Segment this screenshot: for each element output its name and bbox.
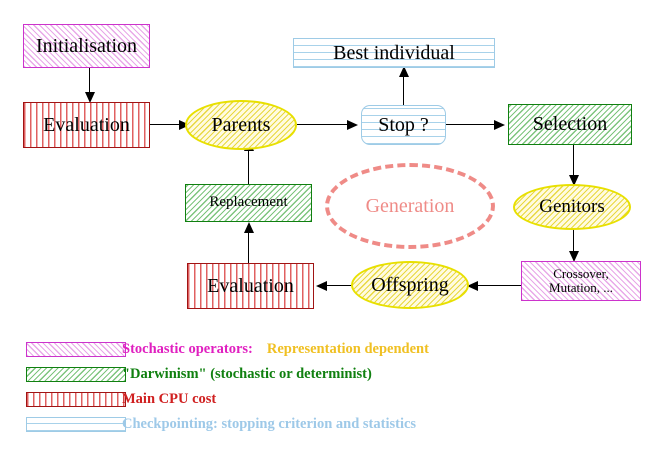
node-evaluation-top-label: Evaluation bbox=[43, 113, 130, 136]
legend-label-checkpointing: Checkpointing: stopping criterion and st… bbox=[122, 416, 417, 432]
arrow-stop-to-best-individual bbox=[398, 66, 409, 108]
node-best-individual[interactable]: Best individual bbox=[293, 38, 495, 68]
node-parents-label: Parents bbox=[211, 113, 271, 136]
arrow-evaluation-to-parents bbox=[150, 119, 192, 130]
legend-row-darwinism: "Darwinism" (stochastic or determinist) bbox=[0, 362, 662, 387]
legend-swatch-magenta-diagonal-hatch bbox=[26, 342, 126, 357]
legend-swatch-blue-horizontal-lines bbox=[26, 417, 126, 432]
legend-row-main-cpu-cost: Main CPU cost bbox=[0, 387, 662, 412]
node-evaluation-top[interactable]: Evaluation bbox=[23, 102, 150, 148]
node-stop-label: Stop ? bbox=[378, 113, 429, 136]
arrow-selection-to-genitors bbox=[568, 144, 579, 186]
legend-label-darwinism: "Darwinism" (stochastic or determinist) bbox=[122, 366, 372, 382]
legend-text-primary: Stochastic operators: bbox=[122, 341, 253, 357]
node-crossover-mutation-label: Crossover, Mutation, ... bbox=[549, 266, 613, 295]
node-parents[interactable]: Parents bbox=[185, 100, 297, 150]
legend-swatch-red-vertical-lines bbox=[26, 392, 126, 407]
node-genitors[interactable]: Genitors bbox=[513, 184, 631, 230]
node-initialisation-label: Initialisation bbox=[35, 34, 138, 57]
legend: Stochastic operators: Representation depe… bbox=[0, 337, 662, 437]
node-evaluation-bottom-label: Evaluation bbox=[207, 274, 294, 297]
node-best-individual-label: Best individual bbox=[333, 41, 455, 64]
legend-label-main-cpu-cost: Main CPU cost bbox=[122, 391, 217, 407]
generation-label: Generation bbox=[365, 194, 455, 217]
node-evaluation-bottom[interactable]: Evaluation bbox=[187, 263, 314, 309]
legend-swatch-green-diagonal-hatch bbox=[26, 367, 126, 382]
node-offspring-label: Offspring bbox=[371, 273, 449, 296]
node-crossover-mutation[interactable]: Crossover, Mutation, ... bbox=[521, 261, 641, 301]
generation-loop-ellipse: Generation bbox=[325, 163, 495, 249]
legend-row-stochastic-operators: Stochastic operators: Representation depe… bbox=[0, 337, 662, 362]
node-stop[interactable]: Stop ? bbox=[361, 105, 446, 145]
arrow-evaluation-to-replacement bbox=[243, 222, 254, 266]
node-offspring[interactable]: Offspring bbox=[351, 261, 469, 309]
legend-label-stochastic-operators: Stochastic operators: Representation depe… bbox=[122, 341, 429, 358]
node-selection-label: Selection bbox=[532, 113, 608, 135]
node-initialisation[interactable]: Initialisation bbox=[23, 24, 150, 68]
arrow-crossover-to-offspring bbox=[467, 280, 521, 291]
legend-row-checkpointing: Checkpointing: stopping criterion and st… bbox=[0, 412, 662, 437]
legend-text-secondary: Representation dependent bbox=[266, 341, 429, 357]
node-replacement-label: Replacement bbox=[209, 194, 288, 211]
node-replacement[interactable]: Replacement bbox=[185, 184, 312, 222]
arrow-initialisation-to-evaluation bbox=[84, 68, 95, 104]
arrow-offspring-to-evaluation bbox=[316, 280, 362, 291]
arrow-parents-to-stop bbox=[297, 119, 361, 130]
node-selection[interactable]: Selection bbox=[508, 104, 632, 145]
arrow-stop-to-selection bbox=[446, 119, 508, 130]
arrow-genitors-to-crossover bbox=[568, 228, 579, 264]
node-genitors-label: Genitors bbox=[539, 196, 605, 218]
